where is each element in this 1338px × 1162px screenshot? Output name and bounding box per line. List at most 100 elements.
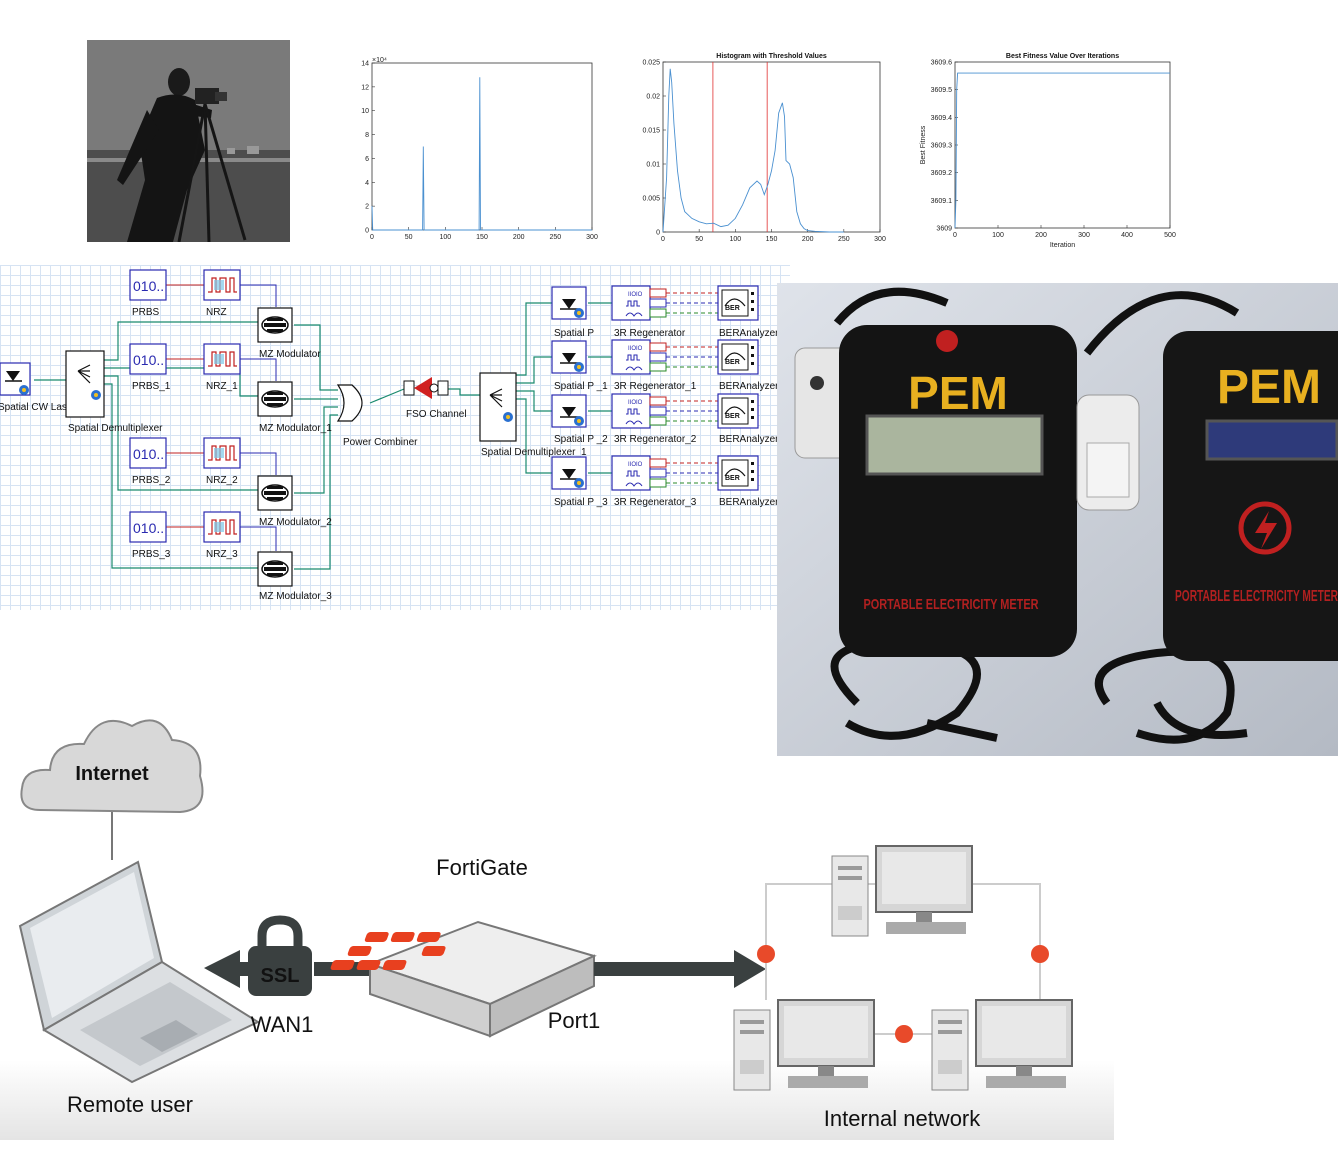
x-tick-label: 100: [992, 232, 1004, 239]
cameraman-photo-icon: [87, 40, 290, 242]
label-sp-3: Spatial P _3: [554, 497, 608, 508]
spatial-p-1-block[interactable]: [551, 340, 587, 374]
internet-cloud-icon: [20, 719, 204, 814]
spatial-p-3-block[interactable]: [551, 456, 587, 490]
fortinet-logo-icon: [330, 932, 446, 970]
x-tick-label: 0: [661, 236, 665, 243]
3r-regenerator[interactable]: [611, 285, 667, 321]
prbs-3-block[interactable]: 010..: [129, 511, 167, 543]
label-prbs-3: PRBS_3: [132, 549, 171, 560]
x-tick-label: 200: [1035, 232, 1047, 239]
port1-label: Port1: [548, 1008, 601, 1033]
spatial-demultiplexer[interactable]: [65, 350, 105, 418]
label-nrz: NRZ: [206, 307, 227, 318]
plot-frame: [371, 62, 593, 231]
ber-glyph: BER: [725, 305, 740, 312]
x-tick-label: 150: [476, 234, 488, 241]
pc-left-icon: [733, 999, 875, 1091]
ber-1-glyph: BER: [725, 359, 740, 366]
3r-regenerator-3[interactable]: [611, 455, 667, 491]
x-tick-label: 250: [549, 234, 561, 241]
optisystem-schematic: IIOIO: [0, 265, 790, 610]
3r-regenerator-2[interactable]: [611, 393, 667, 429]
label-reg-1: 3R Regenerator_1: [614, 381, 697, 392]
label-sp-2: Spatial P _2: [554, 434, 608, 445]
mz-modulator-1[interactable]: [257, 381, 293, 417]
label-mz: MZ Modulator: [259, 349, 321, 360]
label-sp: Spatial P: [554, 328, 594, 339]
ber-analyzer-1[interactable]: BER: [717, 339, 759, 375]
3r-regenerator-1[interactable]: [611, 339, 667, 375]
schematic-svg: IIOIO: [0, 269, 790, 602]
nrz-block[interactable]: [203, 269, 241, 301]
ber-analyzer[interactable]: BER: [717, 285, 759, 321]
chart-title: Histogram with Threshold Values: [716, 53, 827, 60]
fso-channel[interactable]: [403, 377, 449, 399]
pem-photo-svg: PEM PORTABLE ELECTRICITY METER PEM PORTA…: [777, 283, 1338, 756]
prbs-block[interactable]: 010..: [129, 269, 167, 301]
pc-right-icon: [931, 999, 1073, 1091]
y-tick-label: 10: [361, 108, 369, 115]
fortigate-device-icon: [330, 920, 597, 1038]
ber-analyzer-2[interactable]: BER: [717, 393, 759, 429]
mz-modulator[interactable]: [257, 307, 293, 343]
label-prbs-1: PRBS_1: [132, 381, 171, 392]
y-tick-label: 0.015: [642, 128, 660, 135]
y-exponent-label: ×10⁴: [372, 57, 387, 64]
pem-caption-right: PORTABLE ELECTRICITY METER: [1175, 588, 1338, 605]
nrz-3-block[interactable]: [203, 511, 241, 543]
x-tick-label: 400: [1121, 232, 1133, 239]
spatial-p-block[interactable]: [551, 286, 587, 320]
label-reg-2: 3R Regenerator_2: [614, 434, 697, 445]
y-tick-label: 0.005: [642, 196, 660, 203]
y-tick-label: 0.02: [646, 94, 660, 101]
schematic-wires: [34, 302, 612, 570]
ber-3-glyph: BER: [725, 475, 740, 482]
pem-caption-left: PORTABLE ELECTRICITY METER: [864, 596, 1039, 613]
pc-top-icon: [831, 845, 973, 937]
spatial-p-2-block[interactable]: [551, 394, 587, 428]
series-line: [371, 77, 592, 231]
label-reg: 3R Regenerator: [614, 328, 686, 339]
label-ber-1: BERAnalyzer_1: [719, 381, 790, 392]
prbs-1-block[interactable]: 010..: [129, 343, 167, 375]
nrz-2-block[interactable]: [203, 437, 241, 469]
power-combiner[interactable]: [336, 384, 363, 422]
prbs-2-block[interactable]: 010..: [129, 437, 167, 469]
y-tick-label: 3609.3: [931, 143, 953, 150]
mz-modulator-2[interactable]: [257, 475, 293, 511]
y-tick-label: 4: [365, 180, 369, 187]
ssl-label: SSL: [261, 965, 300, 987]
spatial-demultiplexer-1[interactable]: [479, 372, 517, 442]
x-tick-label: 100: [439, 234, 451, 241]
ber-analyzer-3[interactable]: BER: [717, 455, 759, 491]
label-mz-2: MZ Modulator_2: [259, 517, 332, 528]
y-tick-label: 3609.4: [931, 115, 953, 122]
x-tick-label: 200: [513, 234, 525, 241]
spatial-cw-laser[interactable]: [0, 362, 31, 396]
label-mz-3: MZ Modulator_3: [259, 591, 332, 602]
ssl-lock-icon: [248, 915, 312, 996]
label-prbs-2: PRBS_2: [132, 475, 171, 486]
pem-brand-right: PEM: [1217, 361, 1321, 414]
remote-user-label: Remote user: [67, 1092, 193, 1117]
nrz-1-block[interactable]: [203, 343, 241, 375]
label-mz-1: MZ Modulator_1: [259, 423, 332, 434]
label-nrz-3: NRZ_3: [206, 549, 238, 560]
pem-cables: [830, 287, 1248, 744]
plot-frame: [662, 61, 881, 233]
y-tick-label: 14: [361, 61, 369, 68]
y-tick-label: 0: [365, 228, 369, 235]
chart-title: Best Fitness Value Over Iterations: [1006, 53, 1119, 60]
mz-modulator-3[interactable]: [257, 551, 293, 587]
prbs-1-glyph: 010..: [133, 352, 164, 368]
x-axis-label: Iteration: [1050, 242, 1075, 249]
label-combiner: Power Combiner: [343, 437, 418, 448]
cameraman-photo: [87, 40, 290, 242]
label-prbs: PRBS: [132, 307, 160, 318]
